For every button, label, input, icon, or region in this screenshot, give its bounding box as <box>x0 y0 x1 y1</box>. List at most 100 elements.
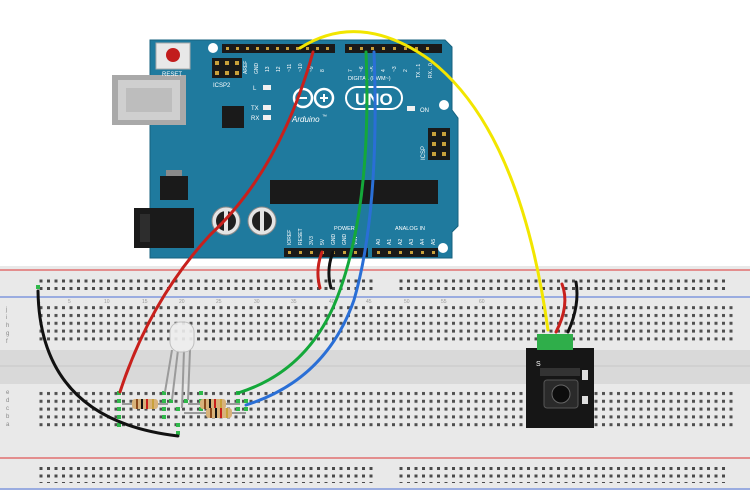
power-header <box>284 248 438 257</box>
pin-label: 12 <box>276 66 282 72</box>
power-label: POWER <box>334 226 355 232</box>
wire-red <box>554 282 567 334</box>
pin-label: 7 <box>348 69 354 72</box>
status-leds: L TX RX ON <box>251 85 429 122</box>
pin-label: GND <box>254 63 260 75</box>
atmega-chip <box>270 180 438 204</box>
column-number: 25 <box>216 299 222 305</box>
led-l-label: L <box>253 86 257 92</box>
mounting-hole <box>438 243 448 253</box>
pin-label: 13 <box>265 66 271 72</box>
column-number: 20 <box>179 299 185 305</box>
pin-label: RX←0 <box>428 63 434 78</box>
pin-label: A1 <box>387 239 393 245</box>
usb-connector <box>112 75 186 125</box>
wire-yellow <box>298 30 550 332</box>
led-tx <box>263 105 271 110</box>
pin-label: GND <box>342 234 348 246</box>
column-number: 30 <box>254 299 260 305</box>
pin-label: A3 <box>409 239 415 245</box>
pin-label: VIN <box>353 236 359 245</box>
row-letter: b <box>6 414 10 420</box>
column-number: 45 <box>366 299 372 305</box>
rgb-led <box>164 321 195 409</box>
icsp2-header <box>212 58 242 78</box>
column-number: 55 <box>441 299 447 305</box>
wire-blue <box>244 50 377 407</box>
smd-resistor <box>582 396 588 404</box>
led-body <box>169 321 195 353</box>
reset-button-cap[interactable] <box>166 48 180 62</box>
terminal-holes-top <box>36 305 736 345</box>
pin-label: 5V <box>320 238 326 245</box>
pin-label: 2 <box>403 69 409 72</box>
row-letter: d <box>6 398 9 404</box>
icsp-header <box>428 128 450 160</box>
brand-name: Arduino <box>291 115 320 124</box>
wire-red <box>118 50 315 394</box>
pin-label: ~10 <box>298 63 304 72</box>
ir-sensor-lens <box>551 384 571 404</box>
row-letter: i <box>6 315 7 321</box>
pin-label: IOREF <box>287 230 293 245</box>
pin-label: A4 <box>420 239 426 245</box>
column-number: 15 <box>142 299 148 305</box>
resistor <box>122 399 168 409</box>
pin-label: A2 <box>398 239 404 245</box>
led-l <box>263 85 271 90</box>
breadboard: j i h g f e d c b a 1 5 10 15 20 25 30 3… <box>0 266 750 490</box>
small-chip <box>222 106 244 128</box>
pin-label: ~6 <box>359 66 365 72</box>
row-letter: g <box>6 331 9 337</box>
led-on <box>407 106 415 111</box>
voltage-regulator <box>160 170 188 200</box>
trademark: ™ <box>322 114 327 120</box>
arduino-uno-board: RESET ICSP2 AREF GND 13 12 <box>112 39 459 259</box>
icsp2-label: ICSP2 <box>213 83 231 89</box>
bottom-power-rail <box>0 457 750 490</box>
mounting-hole <box>208 43 218 53</box>
module-header <box>540 368 580 376</box>
reset-label: RESET <box>162 72 182 78</box>
pin-label: ~11 <box>287 64 293 72</box>
rail-holes <box>396 465 726 483</box>
icsp-label: ICSP <box>421 146 427 160</box>
row-letter: j <box>5 307 7 313</box>
reset-button[interactable] <box>155 42 191 70</box>
rail-holes <box>36 276 376 292</box>
led-tx-label: TX <box>251 106 259 112</box>
row-letter: c <box>6 406 9 412</box>
wire-black <box>36 289 180 438</box>
pin-label: 4 <box>381 69 387 72</box>
pin-label: AREF <box>243 61 249 74</box>
resistor <box>188 399 240 409</box>
logo-infinity-right <box>313 87 335 109</box>
wire-red <box>316 250 324 290</box>
led-rx <box>263 115 271 120</box>
pin-label: ~3 <box>392 66 398 72</box>
column-number: 50 <box>404 299 410 305</box>
digital-header <box>222 44 442 53</box>
pin-label: 3V3 <box>309 236 315 245</box>
pin-label: 8 <box>320 69 326 72</box>
column-number: 5 <box>68 299 71 305</box>
mounting-hole <box>439 100 449 110</box>
center-channel <box>0 350 750 384</box>
pin-label: A0 <box>376 239 382 245</box>
resistor <box>184 408 246 418</box>
power-jack <box>134 208 194 248</box>
pin-label: GND <box>331 234 337 246</box>
column-number: 10 <box>104 299 110 305</box>
column-number: 40 <box>329 299 335 305</box>
logo-infinity-left <box>292 87 314 109</box>
led-rx-label: RX <box>251 116 259 122</box>
row-letter: h <box>6 323 9 329</box>
pin-label: A5 <box>431 239 437 245</box>
wires <box>36 30 579 438</box>
row-letter: f <box>6 339 8 345</box>
column-number: 35 <box>291 299 297 305</box>
signal-label: S <box>536 361 541 368</box>
pin-label: ~9 <box>309 66 315 72</box>
wire-black <box>566 280 579 334</box>
